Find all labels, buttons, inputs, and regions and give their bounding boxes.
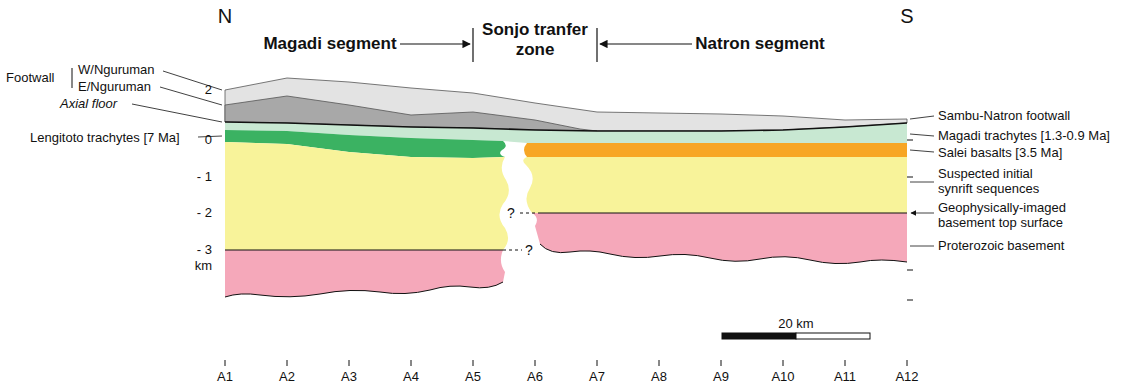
footwall-label: Footwall <box>6 71 54 86</box>
layer-label: Sambu-Natron footwall <box>938 109 1070 124</box>
section-point-label: A10 <box>771 370 794 385</box>
section-point-label: A5 <box>465 370 481 385</box>
basement-left <box>225 250 505 297</box>
transfer-zone-label: Sonjo tranfer zone <box>479 20 591 59</box>
leader-line <box>910 150 934 152</box>
basement-right-base <box>540 244 907 264</box>
leader-line <box>132 104 222 122</box>
axis-unit: km <box>195 259 212 274</box>
footwall-bracket <box>72 68 73 88</box>
leader-line <box>163 71 222 90</box>
scale-bar <box>796 333 870 339</box>
scale-label: 20 km <box>778 317 813 332</box>
compass-label: N <box>218 5 232 28</box>
segment-arrow <box>600 43 692 44</box>
axis-label: 0 <box>205 133 212 148</box>
section-ticks <box>225 360 907 366</box>
layer-label: Suspected initial synrift sequences <box>938 167 1063 197</box>
axial-floor-line <box>225 122 907 131</box>
basement-top-dash-left <box>503 250 522 251</box>
axis-label: - 3 <box>197 243 212 258</box>
segment-divider <box>472 28 473 62</box>
scale-bar <box>722 333 796 339</box>
compass-label: S <box>900 5 913 28</box>
section-point-label: A7 <box>589 370 605 385</box>
layer-label: Geophysically-imaged basement top surfac… <box>938 201 1088 231</box>
leader-line <box>910 134 934 136</box>
uncertainty-mark: ? <box>524 242 534 258</box>
synrift-layer-left <box>225 142 509 250</box>
w-nguruman-footwall <box>225 78 907 131</box>
uncertainty-mark: ? <box>506 205 516 221</box>
section-point-label: A9 <box>713 370 729 385</box>
axial-floor-label: Axial floor <box>60 97 117 112</box>
axis-label: - 2 <box>197 206 212 221</box>
section-point-label: A1 <box>217 370 233 385</box>
synrift-layer-right <box>523 157 907 213</box>
section-point-label: A2 <box>279 370 295 385</box>
basement-top-dash-right <box>520 213 540 214</box>
basement-top-left <box>225 249 503 250</box>
layer-label: Magadi trachytes [1.3-0.9 Ma] <box>938 129 1110 144</box>
layer-label: Salei basalts [3.5 Ma] <box>938 146 1062 161</box>
leader-line <box>160 87 222 105</box>
basement-top-right <box>540 212 907 213</box>
leader-line <box>910 116 934 119</box>
section-point-label: A3 <box>341 370 357 385</box>
leader-line <box>910 182 934 183</box>
footwall-label: W/Nguruman <box>78 63 155 78</box>
section-point-label: A12 <box>895 370 918 385</box>
section-point-label: A6 <box>527 370 543 385</box>
section-point-label: A4 <box>403 370 419 385</box>
segment-divider <box>596 28 597 62</box>
leader-arrow <box>911 213 934 214</box>
segment-label: Magadi segment <box>263 34 396 54</box>
basement-left-base <box>225 282 503 297</box>
axis-label: - 1 <box>197 170 212 185</box>
footwall-label: E/Nguruman <box>78 80 151 95</box>
salei-basalts-layer <box>524 143 907 157</box>
section-point-label: A8 <box>651 370 667 385</box>
basement-right <box>532 213 907 264</box>
layer-label: Proterozoic basement <box>938 239 1064 254</box>
axis-label: 2 <box>205 83 212 98</box>
axis-ticks <box>907 140 913 300</box>
segment-label: Natron segment <box>695 34 824 54</box>
segment-arrow <box>400 43 470 44</box>
section-point-label: A11 <box>834 370 856 385</box>
layer-label: Lengitoto trachytes [7 Ma] <box>30 131 180 146</box>
leader-line <box>910 246 934 247</box>
